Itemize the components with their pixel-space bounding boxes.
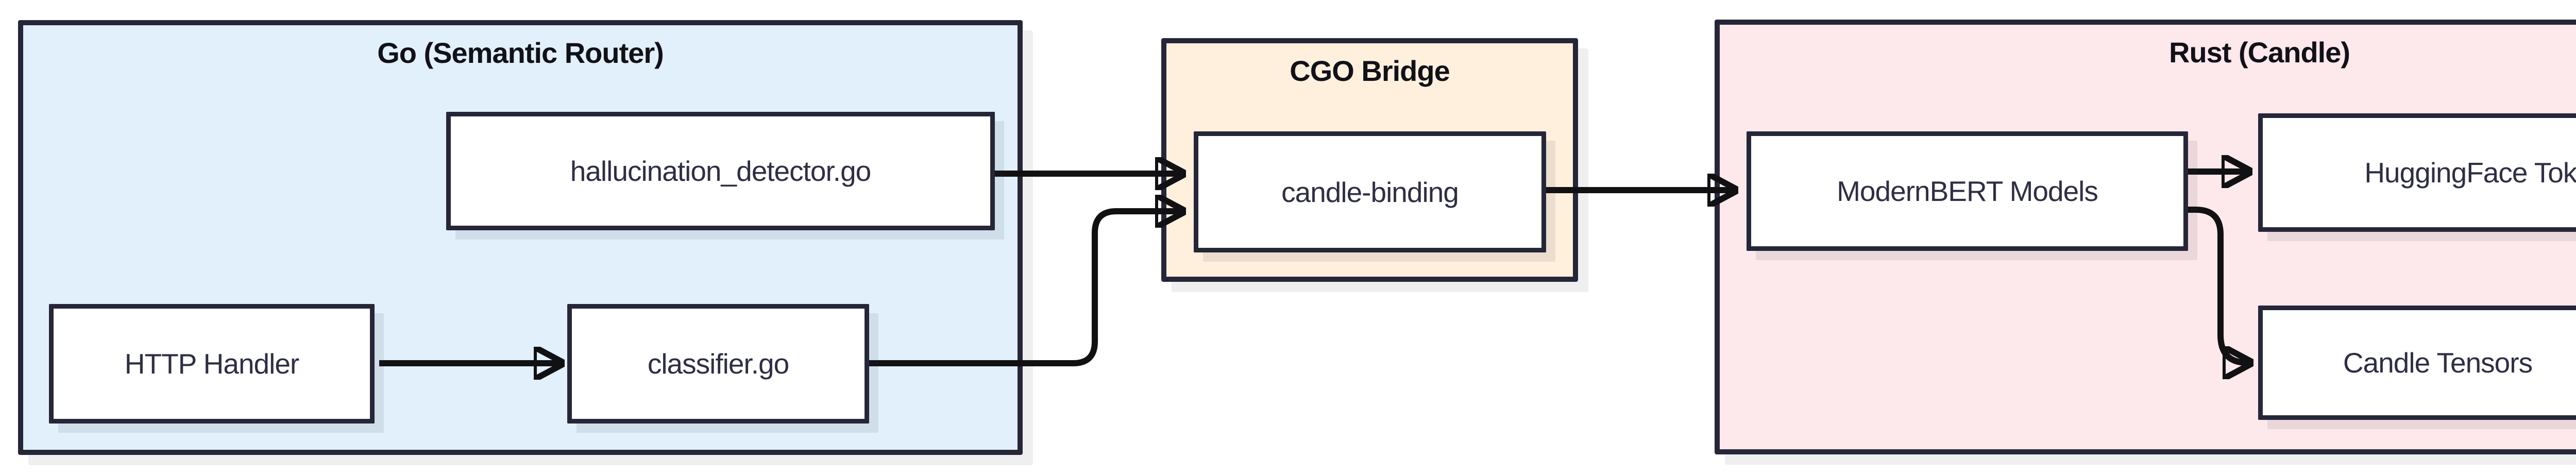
container-go-title: Go (Semantic Router) xyxy=(377,37,664,69)
node-huggingface-tokenizers: HuggingFace Tokenizers xyxy=(2258,113,2576,232)
node-hallucination-detector: hallucination_detector.go xyxy=(446,112,995,230)
node-candle-binding-label: candle-binding xyxy=(1281,176,1459,208)
container-cgo-title: CGO Bridge xyxy=(1290,55,1450,87)
node-huggingface-tokenizers-label: HuggingFace Tokenizers xyxy=(2364,157,2576,189)
node-candle-tensors: Candle Tensors xyxy=(2258,306,2576,420)
node-candle-binding: candle-binding xyxy=(1194,131,1546,252)
node-http-handler: HTTP Handler xyxy=(49,304,375,424)
node-candle-tensors-label: Candle Tensors xyxy=(2343,347,2533,379)
container-rust-title: Rust (Candle) xyxy=(2169,36,2350,69)
node-modernbert-models: ModernBERT Models xyxy=(1747,131,2188,251)
node-http-handler-label: HTTP Handler xyxy=(124,348,299,380)
node-classifier: classifier.go xyxy=(567,304,869,424)
node-classifier-label: classifier.go xyxy=(647,348,789,380)
node-hallucination-detector-label: hallucination_detector.go xyxy=(570,155,872,187)
node-modernbert-models-label: ModernBERT Models xyxy=(1837,175,2098,207)
